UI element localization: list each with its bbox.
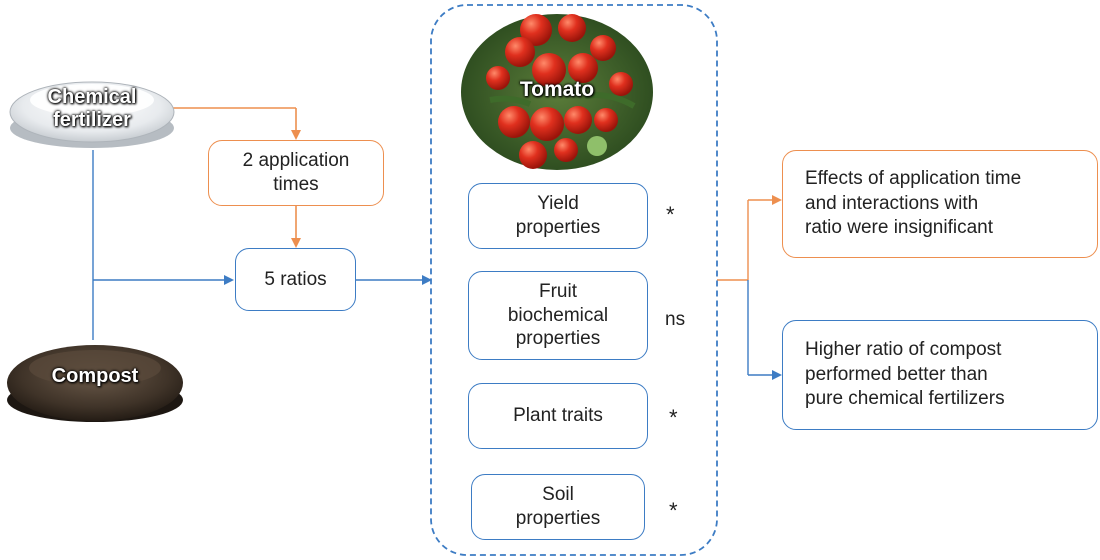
soil-line1: Soil (542, 484, 574, 506)
plant-traits-significance: * (669, 405, 678, 430)
conclusion-2-line2: performed better than (805, 363, 988, 385)
tomato-dashed-frame (430, 4, 718, 556)
fertilizer-label: Chemical fertilizer (22, 86, 162, 132)
fruit-line3: properties (515, 328, 601, 350)
compost-dish-image (7, 345, 183, 422)
fruit-line1: Fruit (538, 280, 577, 302)
yield-line2: properties (515, 217, 601, 238)
application-times-box: 2 application times (208, 140, 384, 206)
soil-significance: * (669, 498, 678, 523)
tomato-label: Tomato (519, 78, 595, 101)
conclusion-compost-box: Higher ratio of compost performed better… (782, 320, 1098, 430)
fertilizer-label-line2: fertilizer (53, 109, 131, 131)
plant-traits-label: Plant traits (513, 405, 603, 427)
compost-label: Compost (51, 365, 139, 387)
fruit-biochemical-box: Fruit biochemical properties (468, 271, 648, 360)
fertilizer-dish-image (9, 81, 175, 148)
conclusion-insignificant-box: Effects of application time and interact… (782, 150, 1098, 258)
conclusion-2-line1: Higher ratio of compost (805, 338, 1002, 360)
conclusion-1-line2: and interactions with (805, 192, 979, 214)
fertilizer-label-line1: Chemical (47, 86, 137, 108)
tomato-image (461, 14, 653, 170)
application-times-line1: 2 application (242, 150, 350, 172)
fruit-line2: biochemical (507, 304, 609, 326)
conclusion-1-line1: Effects of application time (805, 167, 1022, 189)
yield-line1: Yield (537, 193, 579, 215)
conclusion-2-line3: pure chemical fertilizers (805, 388, 1005, 410)
plant-traits-box: Plant traits (468, 383, 648, 449)
ratios-box: 5 ratios (235, 248, 356, 311)
yield-properties-box: Yield properties (468, 183, 648, 249)
conclusion-1-line3: ratio were insignificant (805, 217, 993, 239)
soil-properties-box: Soil properties (471, 474, 645, 540)
fruit-significance: ns (665, 309, 686, 330)
soil-line2: properties (515, 508, 601, 529)
ratios-label: 5 ratios (264, 268, 327, 290)
yield-significance: * (666, 202, 675, 227)
application-times-line2: times (273, 174, 319, 195)
